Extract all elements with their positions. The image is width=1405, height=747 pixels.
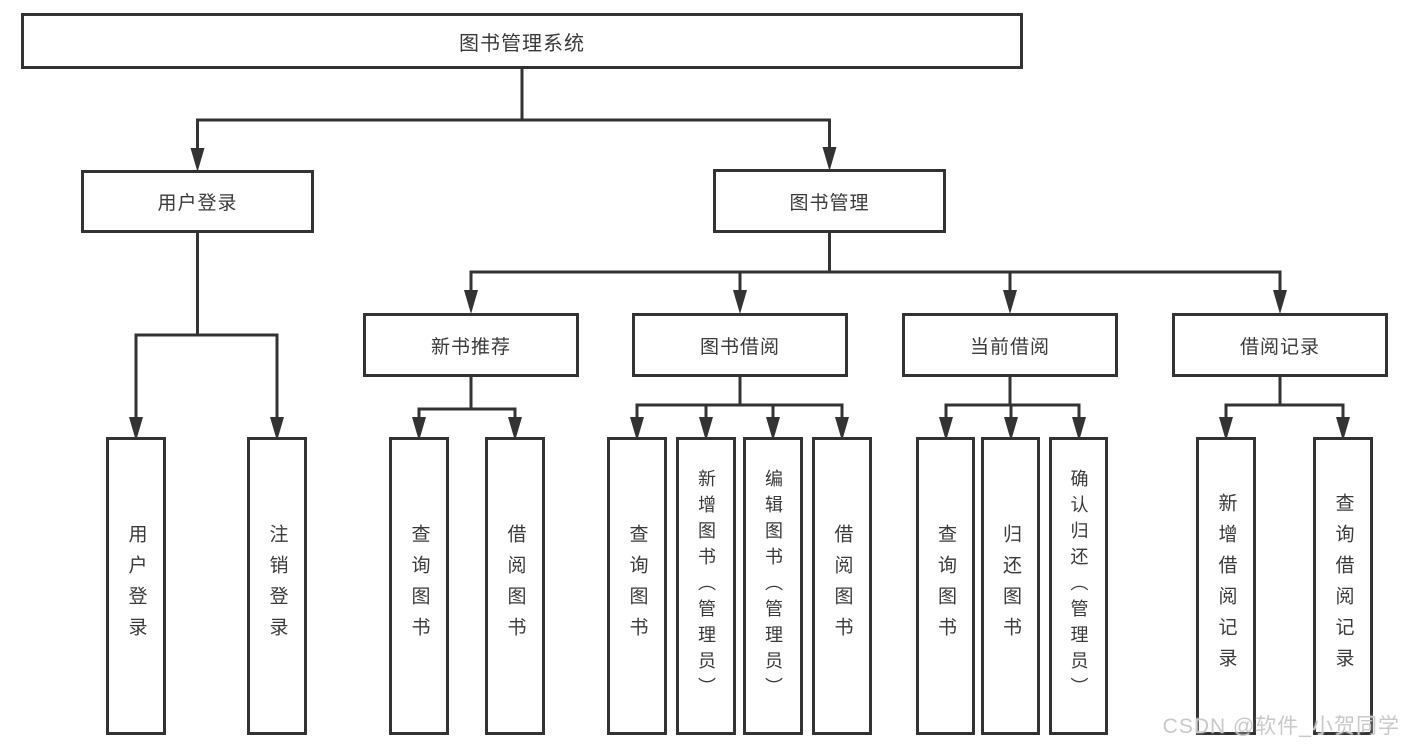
node-library-system: 图书管理系统: [21, 13, 1023, 69]
connector-book-borrowing-branch: [630, 375, 849, 441]
leaf-borrowing-edit-book-admin: 编辑图书（管理员）: [743, 437, 803, 735]
leaf-logout: 注销登录: [247, 437, 307, 735]
connector-user-login-branch: [129, 231, 284, 441]
connector-borrow-records-branch: [1219, 375, 1350, 441]
leaf-borrowing-borrow-books: 借阅图书: [812, 437, 872, 735]
leaf-user-login: 用户登录: [106, 437, 166, 735]
connector-book-management-branch: [464, 231, 1287, 314]
leaf-borrowing-add-book-admin: 新增图书（管理员）: [676, 437, 736, 735]
node-book-management: 图书管理: [713, 169, 946, 233]
leaf-current-query-books: 查询图书: [916, 437, 975, 735]
leaf-records-query-record: 查询借阅记录: [1313, 437, 1373, 735]
connector-new-books-branch: [412, 375, 522, 441]
node-new-books: 新书推荐: [363, 313, 579, 377]
node-current-borrowing: 当前借阅: [902, 313, 1118, 377]
node-borrow-records: 借阅记录: [1172, 313, 1388, 377]
node-user-login: 用户登录: [81, 170, 314, 233]
connector-root-to-level2: [190, 67, 837, 172]
leaf-newbooks-borrow-books: 借阅图书: [485, 437, 545, 735]
leaf-current-return-books: 归还图书: [981, 437, 1040, 735]
node-book-borrowing: 图书借阅: [632, 313, 848, 377]
leaf-records-add-record: 新增借阅记录: [1196, 437, 1256, 735]
csdn-watermark: CSDN @软件_小贺同学: [1162, 715, 1400, 738]
leaf-newbooks-query-books: 查询图书: [389, 437, 449, 735]
connector-current-borrowing-branch: [939, 375, 1086, 441]
leaf-borrowing-query-books: 查询图书: [607, 437, 667, 735]
leaf-current-confirm-return-admin: 确认归还（管理员）: [1049, 437, 1108, 735]
